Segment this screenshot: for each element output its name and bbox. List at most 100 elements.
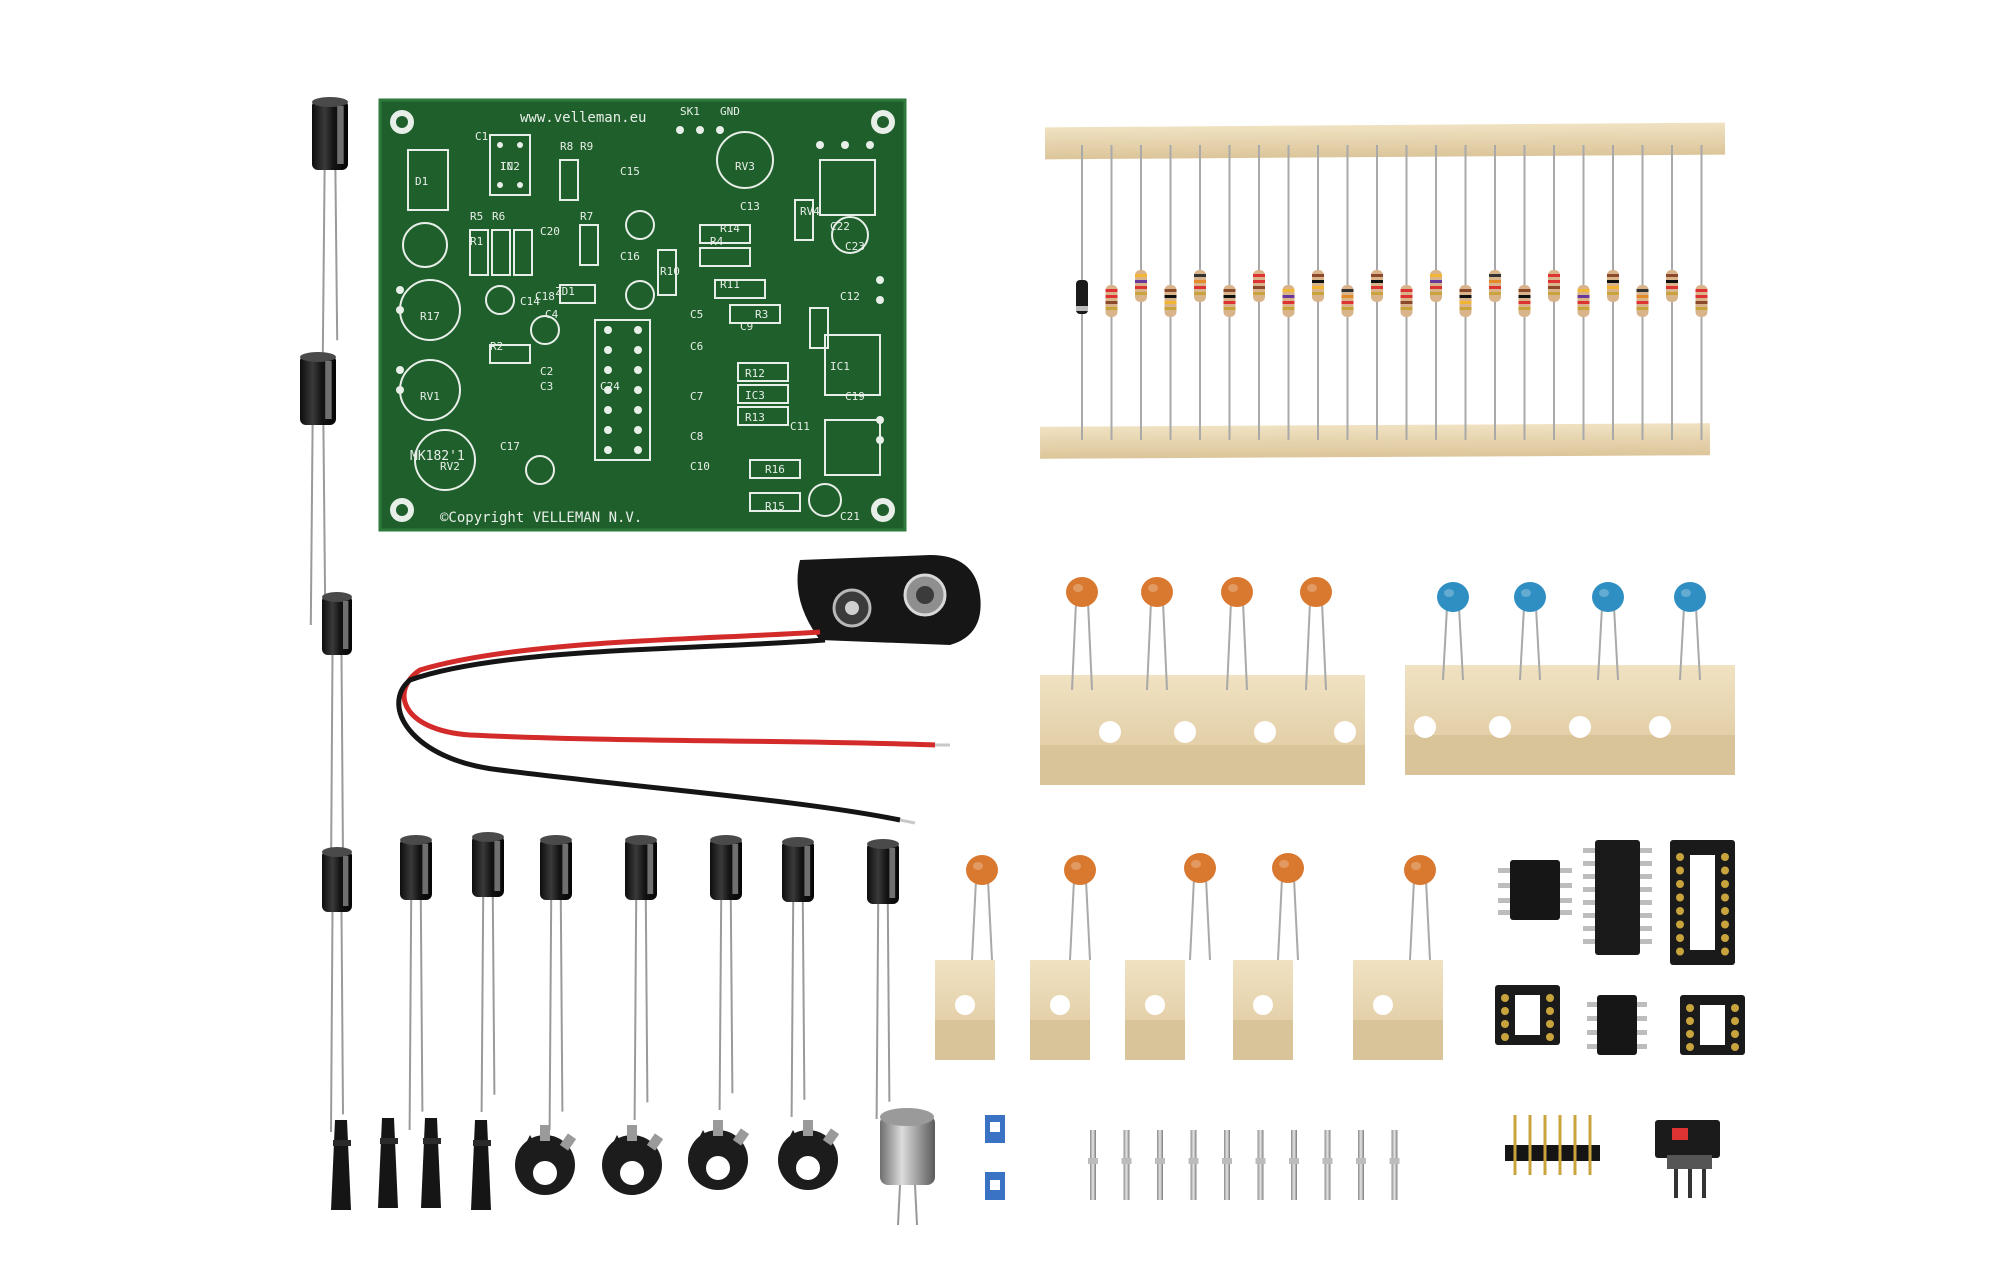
pcb-label: R12	[745, 367, 765, 380]
resistor	[1400, 145, 1413, 440]
pcb-model: MK182'1	[410, 449, 465, 464]
spacer	[421, 1118, 441, 1208]
pcb-label: C23	[845, 240, 865, 253]
pcb-label: C1	[475, 130, 488, 143]
pcb-label: C17	[500, 440, 520, 453]
solder-pin	[1255, 1130, 1266, 1200]
solder-pin	[1356, 1130, 1366, 1200]
pcb-label: R13	[745, 411, 765, 424]
pcb-label: R3	[755, 308, 768, 321]
solder-pin	[1289, 1130, 1299, 1200]
pcb-label: IC1	[830, 360, 850, 373]
resistor	[1282, 145, 1295, 440]
pcb-label: R10	[660, 265, 680, 278]
ic-socket-8pin-left	[1495, 985, 1560, 1045]
trimmer-potentiometers	[515, 1120, 840, 1195]
electrolytic-capacitors	[300, 97, 899, 1133]
pcb-label: D1	[415, 175, 428, 188]
solder-pin	[1389, 1130, 1400, 1200]
ceramic-capacitor	[1221, 577, 1253, 691]
ceramic-capacitor	[1514, 582, 1546, 681]
pcb-label: C12	[840, 290, 860, 303]
ic-chips-and-sockets	[1495, 840, 1745, 1055]
resistor	[1518, 145, 1531, 440]
pcb-label: C14	[520, 295, 540, 308]
red-wire	[401, 629, 936, 748]
pcb-label: C21	[840, 510, 860, 523]
electrolytic-capacitor	[322, 847, 352, 1133]
spacers	[331, 1118, 491, 1210]
battery-clip	[396, 555, 981, 825]
electrolytic-capacitor	[782, 837, 814, 1118]
pcb-label: C19	[845, 390, 865, 403]
ceramic-capacitor	[1272, 853, 1304, 961]
pcb-label: R1	[470, 235, 483, 248]
pcb-label: RV4	[800, 205, 820, 218]
pcb-label: R14	[720, 222, 740, 235]
solder-pin	[1155, 1130, 1165, 1200]
pcb-label: C10	[690, 460, 710, 473]
solder-pin	[1188, 1130, 1199, 1200]
resistor	[1253, 145, 1265, 440]
spacer	[378, 1118, 398, 1208]
ic-8pin-bottom	[1587, 995, 1647, 1055]
trimmer-potentiometer	[778, 1120, 840, 1190]
resistor	[1371, 145, 1383, 440]
pcb-label: R5	[470, 210, 483, 223]
pcb-label: C6	[690, 340, 703, 353]
pcb-label: IN	[500, 160, 513, 173]
pin-header	[1505, 1115, 1600, 1175]
pcb-label: C22	[830, 220, 850, 233]
resistor	[1076, 145, 1088, 440]
ceramic-capacitor	[1184, 853, 1216, 961]
electrolytic-capacitor	[400, 835, 432, 1131]
pcb-label: C8	[690, 430, 703, 443]
pcb-label: R17	[420, 310, 440, 323]
resistor	[1695, 145, 1708, 440]
pcb-label: RV3	[735, 160, 755, 173]
pcb-label: R7	[580, 210, 593, 223]
trimmer-potentiometer	[515, 1125, 577, 1195]
resistor	[1548, 145, 1560, 440]
electrolytic-capacitor	[625, 835, 657, 1121]
ic-8pin-top	[1498, 860, 1572, 920]
pcb-label: R8	[560, 140, 573, 153]
pcb-label: C24	[600, 380, 620, 393]
pcb-url: www.velleman.eu	[520, 110, 646, 126]
resistor	[1636, 145, 1649, 440]
resistor-strip	[1039, 122, 1726, 459]
spacer	[471, 1120, 491, 1210]
ceramic-capacitor	[1300, 577, 1332, 691]
pcb-label: C2	[540, 365, 553, 378]
electrolytic-capacitor	[322, 592, 352, 876]
ceramic-capacitor	[1592, 582, 1624, 681]
jumpers	[985, 1115, 1005, 1200]
pcb-label: R16	[765, 463, 785, 476]
pcb-label: R15	[765, 500, 785, 513]
ic-16pin	[1583, 840, 1652, 955]
ceramic-capacitor	[1066, 577, 1098, 691]
solder-pin	[1222, 1130, 1232, 1200]
ceramic-capacitor	[1674, 582, 1706, 681]
solder-pins	[1088, 1130, 1400, 1200]
trimmer-potentiometer	[688, 1120, 750, 1190]
resistor	[1577, 145, 1590, 440]
pcb-label: ZD1	[555, 285, 575, 298]
trimmer-potentiometer	[602, 1125, 664, 1195]
ceramic-capacitor	[1437, 582, 1469, 681]
resistor	[1489, 145, 1501, 440]
pcb-label: R4	[710, 235, 724, 248]
electrolytic-capacitor	[710, 835, 742, 1111]
ic-socket-16pin	[1670, 840, 1735, 965]
pcb-label: R11	[720, 278, 740, 291]
resistor	[1607, 145, 1619, 440]
pcb-label: SK1	[680, 105, 700, 118]
ceramic-capacitors-blue-strip	[1405, 582, 1735, 775]
resistor	[1194, 145, 1206, 440]
solder-pin	[1121, 1130, 1132, 1200]
resistor	[1341, 145, 1354, 440]
pcb-label: C9	[740, 320, 753, 333]
electrolytic-capacitor	[300, 352, 336, 626]
ceramic-capacitors-orange-strip	[1040, 577, 1365, 785]
